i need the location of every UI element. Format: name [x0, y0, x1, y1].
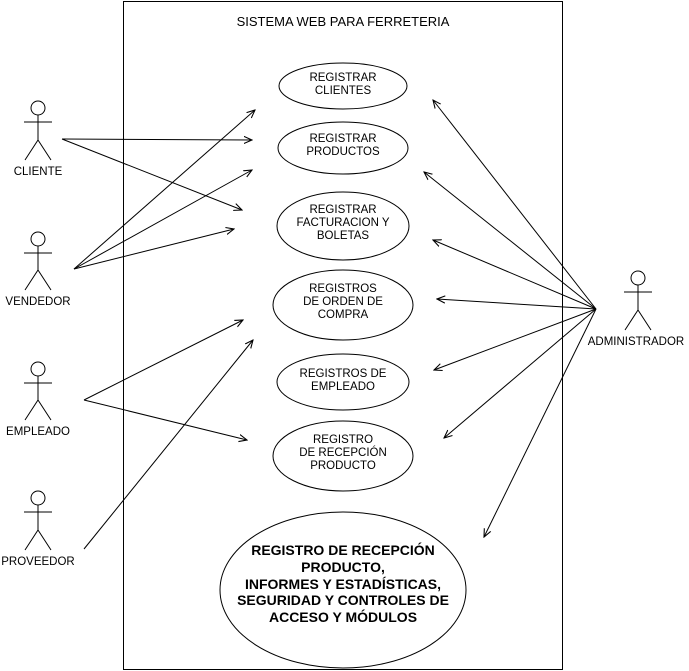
arrow-admin-orden — [437, 299, 597, 310]
arrow-admin-clientes — [433, 100, 597, 310]
use-case-label: REGISTROS DE ORDEN DE COMPRA — [303, 283, 383, 322]
arrow-admin-facturacion — [433, 240, 597, 310]
use-case-orden-de-compra[interactable] — [272, 269, 414, 341]
system-boundary — [123, 1, 563, 670]
arrow-vendedor-productos — [73, 170, 252, 270]
use-case-label: REGISTRO DE RECEPCIÓN PRODUCTO — [299, 434, 387, 473]
use-case-label: REGISTRAR PRODUCTOS — [306, 133, 380, 159]
use-case-registros-empleado[interactable] — [276, 353, 410, 411]
use-case-label: REGISTRO DE RECEPCIÓN PRODUCTO, INFORMES… — [237, 542, 449, 626]
use-case-registrar-clientes[interactable] — [278, 62, 408, 110]
actor-label-proveedor: PROVEEDOR — [1, 556, 75, 568]
use-case-informes-seguridad[interactable] — [219, 511, 467, 669]
use-case-label: REGISTRAR FACTURACION Y BOLETAS — [296, 204, 390, 243]
actor-empleado-figure[interactable] — [24, 361, 52, 421]
actor-vendedor-figure[interactable] — [24, 231, 52, 291]
arrow-admin-recepcion — [444, 308, 597, 438]
use-case-registrar-facturacion[interactable] — [276, 191, 410, 261]
use-case-label: REGISTROS DE EMPLEADO — [299, 368, 387, 394]
actor-label-empleado: EMPLEADO — [6, 426, 70, 438]
system-title: SISTEMA WEB PARA FERRETERIA — [236, 14, 450, 29]
actor-label-administrador: ADMINISTRADOR — [587, 336, 685, 348]
arrow-proveedor-orden — [83, 340, 253, 550]
actor-label-vendedor: VENDEDOR — [5, 296, 71, 308]
use-case-recepcion-producto[interactable] — [272, 420, 414, 492]
arrow-vendedor-facturacion — [73, 229, 234, 270]
arrow-empleado-orden — [83, 320, 243, 401]
actor-label-cliente: CLIENTE — [13, 166, 63, 178]
arrow-empleado-recepcion — [83, 399, 247, 440]
arrow-vendedor-clientes — [73, 110, 255, 270]
arrow-cliente-productos — [61, 139, 252, 140]
actor-cliente-figure[interactable] — [24, 100, 52, 161]
actor-administrador-figure[interactable] — [624, 270, 652, 331]
use-case-registrar-productos[interactable] — [277, 121, 409, 175]
arrow-admin-informes — [484, 308, 597, 537]
actor-proveedor-figure[interactable] — [24, 490, 52, 551]
use-case-label: REGISTRAR CLIENTES — [309, 72, 377, 98]
arrow-admin-productos — [424, 172, 597, 310]
arrow-admin-empleado — [434, 308, 597, 370]
arrow-cliente-facturacion — [61, 138, 242, 210]
